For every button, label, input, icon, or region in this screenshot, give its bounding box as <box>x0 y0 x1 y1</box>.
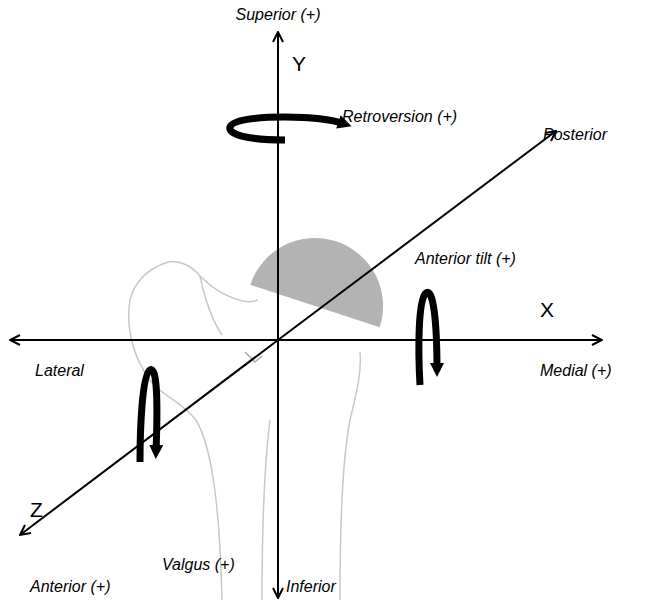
axis-end-label: Anterior (+) <box>30 578 110 596</box>
axis-end-label: Posterior <box>543 126 607 144</box>
rotation-label: Valgus (+) <box>162 556 235 574</box>
axis-letter: Z <box>30 498 43 521</box>
acetabular-cup <box>247 229 392 327</box>
axis-letter: Y <box>292 52 306 75</box>
rotation-label: Anterior tilt (+) <box>415 250 516 268</box>
rotation-label: Retroversion (+) <box>342 108 457 126</box>
axis-end-label: Inferior <box>286 578 336 596</box>
axis-letter: X <box>540 298 554 321</box>
axis-end-label: Superior (+) <box>236 6 321 24</box>
rotation-arrows <box>140 117 437 462</box>
femur-outline <box>129 262 361 600</box>
axis-end-label: Medial (+) <box>540 362 612 380</box>
axis-lines <box>10 32 602 598</box>
axis-end-label: Lateral <box>35 362 84 380</box>
